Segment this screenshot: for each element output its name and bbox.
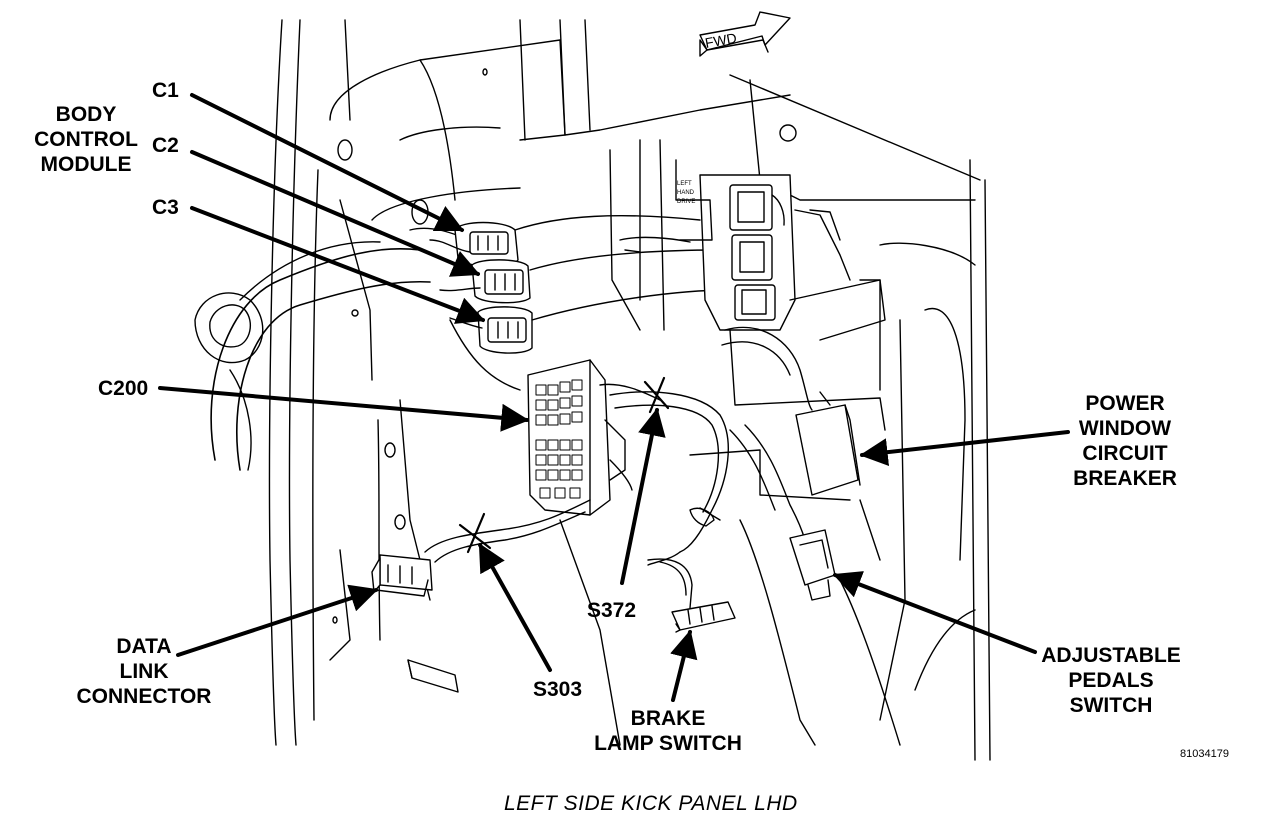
label-c1: C1 [152,79,179,102]
figure-number: 81034179 [1180,748,1229,760]
left-harness-bundle [194,227,471,471]
leader-brake-lamp-switch [670,629,698,702]
label-adjustable-pedals-switch: ADJUSTABLE PEDALS SWITCH [1041,644,1181,717]
leader-arrows [158,93,1070,702]
leader-c1 [190,93,465,232]
fwd-label: FWD [704,30,738,51]
label-s303: S303 [533,678,583,701]
label-s372: S372 [587,599,637,622]
body-structure [268,19,991,761]
fwd-arrow: FWD [699,11,791,57]
label-power-window-circuit-breaker: POWER WINDOW CIRCUIT BREAKER [1073,392,1177,490]
leader-c3 [190,206,486,324]
leader-c200 [158,386,530,432]
label-c3: C3 [152,196,179,219]
left-hand-drive-sticker-line2: HAND [677,190,695,196]
label-c200: C200 [98,377,149,400]
leader-c2 [190,150,481,277]
left-hand-drive-sticker-line3: DRIVE [677,199,695,205]
leader-power-window-circuit-breaker [859,430,1070,467]
leader-s303 [478,542,552,672]
lower-harness [371,499,591,693]
junction-block: LEFT HAND DRIVE [619,159,886,431]
label-body-control-module: BODY CONTROL MODULE [34,103,138,176]
leader-data-link-connector [176,584,379,657]
leader-adjustable-pedals-switch [832,571,1037,654]
label-c2: C2 [152,134,179,157]
label-data-link-connector: DATA LINK CONNECTOR [76,635,212,708]
bcm-connectors [429,214,731,354]
leader-s372 [620,407,666,585]
label-brake-lamp-switch: BRAKE LAMP SWITCH [594,707,742,755]
left-hand-drive-sticker: LEFT [677,181,692,187]
right-harness [609,326,861,633]
figure-caption: LEFT SIDE KICK PANEL LHD [504,792,798,815]
c200-connector [527,359,661,516]
